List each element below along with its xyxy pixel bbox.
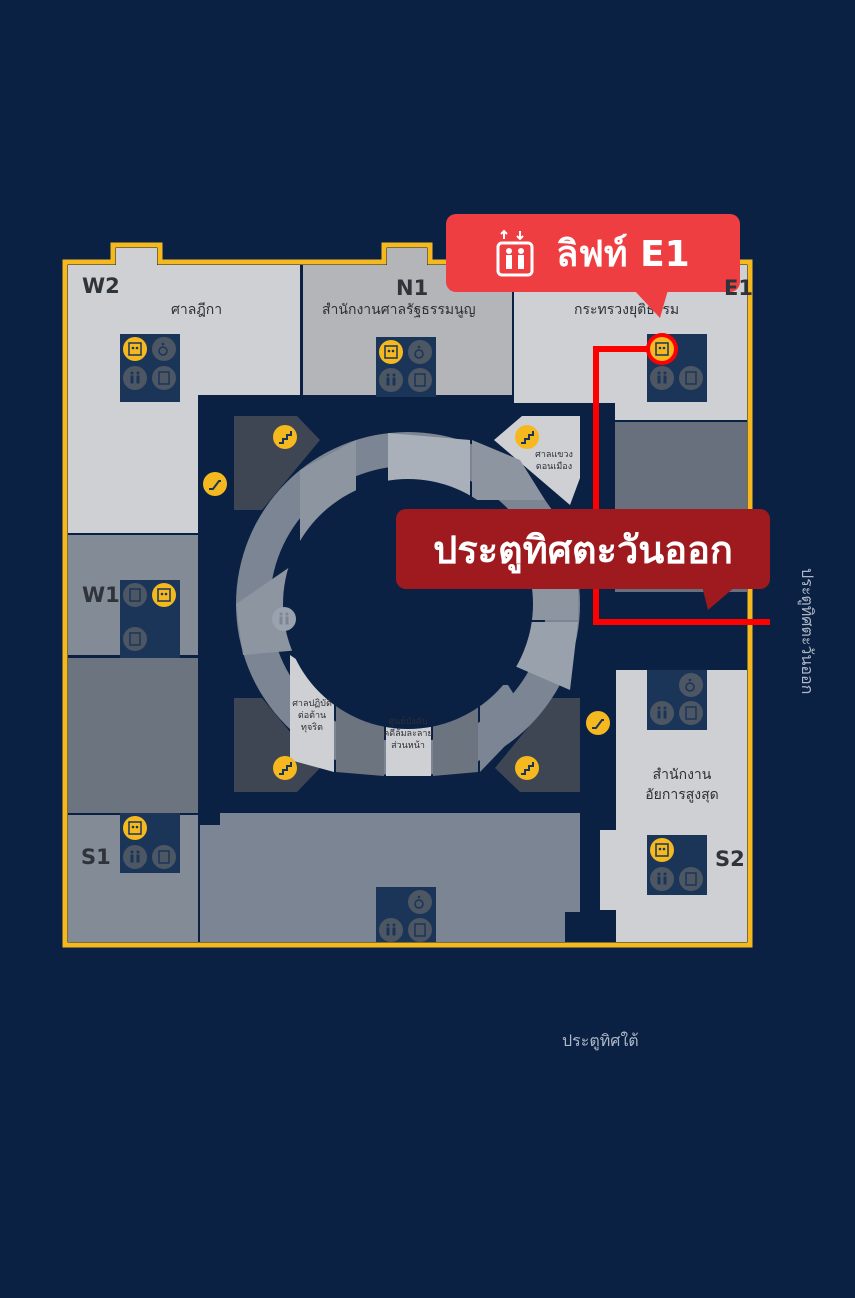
exit-icon bbox=[679, 366, 703, 390]
exit-icon bbox=[408, 918, 432, 942]
stairs-icon bbox=[273, 756, 297, 780]
facility-box-w2 bbox=[120, 334, 180, 402]
wheelchair-icon bbox=[408, 340, 432, 364]
restroom-icon bbox=[379, 918, 403, 942]
sw-inner-line1: ศาลปฏิบัติ bbox=[292, 699, 332, 709]
zone-code-w2: W2 bbox=[82, 274, 120, 298]
sw-inner-line3: ทุจริต bbox=[301, 723, 323, 733]
lift-callout-pointer bbox=[634, 290, 668, 318]
s-inner-line3: ส่วนหน้า bbox=[391, 741, 425, 751]
east-gate-callout-label: ประตูทิศตะวันออก bbox=[433, 527, 733, 572]
escalator-icon bbox=[203, 472, 227, 496]
facility-box-s1 bbox=[120, 813, 180, 873]
restroom-icon bbox=[379, 368, 403, 392]
elevator-icon[interactable] bbox=[123, 337, 147, 361]
zone-code-s1: S1 bbox=[81, 845, 111, 869]
zone-code-s2: S2 bbox=[715, 847, 745, 871]
zone-code-e1: E1 bbox=[724, 276, 753, 300]
wheelchair-icon bbox=[679, 673, 703, 697]
facility-box-w1 bbox=[120, 580, 180, 658]
lift-callout-label: ลิฟท์ E1 bbox=[556, 233, 690, 275]
exit-icon bbox=[123, 627, 147, 651]
south-gate-label: ประตูทิศใต้ bbox=[562, 1031, 639, 1050]
exit-icon bbox=[152, 845, 176, 869]
restroom-icon bbox=[650, 366, 674, 390]
restroom-icon bbox=[272, 607, 296, 631]
facility-box-n1 bbox=[376, 337, 436, 397]
exit-icon bbox=[679, 701, 703, 725]
exit-icon bbox=[679, 867, 703, 891]
zone-name-n1: สำนักงานศาลรัฐธรรมนูญ bbox=[322, 302, 476, 318]
s-inner-line1: ศูนย์บังคับ bbox=[388, 717, 428, 727]
stairs-icon bbox=[273, 425, 297, 449]
elevator-icon-highlighted[interactable] bbox=[650, 337, 674, 361]
facility-box-s2-bottom bbox=[647, 835, 707, 895]
stairs-icon bbox=[515, 425, 539, 449]
escalator-icon bbox=[586, 711, 610, 735]
zone-name-w2: ศาลฎีกา bbox=[171, 302, 223, 318]
zone-name-s2-line1: สำนักงาน bbox=[652, 767, 712, 783]
elevator-icon[interactable] bbox=[123, 816, 147, 840]
facility-box-s2-top bbox=[647, 670, 707, 730]
elevator-icon bbox=[496, 229, 534, 277]
s-inner-line2: คดีล้มละลาย bbox=[383, 729, 433, 739]
ne-inner-line2: ดอนเมือง bbox=[535, 462, 573, 472]
wheelchair-icon bbox=[408, 890, 432, 914]
east-gate-callout-pointer bbox=[702, 586, 736, 610]
elevator-icon[interactable] bbox=[152, 583, 176, 607]
stairs-icon bbox=[515, 756, 539, 780]
restroom-icon bbox=[650, 867, 674, 891]
zone-code-n1: N1 bbox=[396, 276, 429, 300]
facility-box-south bbox=[376, 887, 436, 942]
exit-icon bbox=[408, 368, 432, 392]
zone-code-w1: W1 bbox=[82, 583, 120, 607]
restroom-icon bbox=[650, 701, 674, 725]
lift-callout: ลิฟท์ E1 bbox=[446, 214, 740, 292]
zone-w2 bbox=[68, 248, 300, 533]
elevator-icon[interactable] bbox=[379, 340, 403, 364]
corner-sw bbox=[234, 698, 320, 792]
ne-inner-line1: ศาลแขวง bbox=[535, 450, 573, 460]
sw-inner-line2: ต่อต้าน bbox=[297, 711, 327, 721]
corner-nw bbox=[234, 416, 320, 510]
wheelchair-icon bbox=[152, 337, 176, 361]
exit-icon bbox=[123, 583, 147, 607]
route-line bbox=[593, 346, 770, 625]
zone-w-mid bbox=[68, 658, 198, 813]
restroom-icon bbox=[123, 366, 147, 390]
east-gate-callout: ประตูทิศตะวันออก bbox=[396, 509, 770, 589]
zone-s2 bbox=[600, 670, 747, 942]
facility-box-e1 bbox=[647, 334, 707, 402]
east-gate-label: ประตูทิศตะวันออก bbox=[798, 568, 817, 695]
exit-icon bbox=[152, 366, 176, 390]
zone-south bbox=[200, 813, 580, 942]
restroom-icon bbox=[123, 845, 147, 869]
zone-name-s2-line2: อัยการสูงสุด bbox=[645, 787, 719, 803]
elevator-icon[interactable] bbox=[650, 838, 674, 862]
